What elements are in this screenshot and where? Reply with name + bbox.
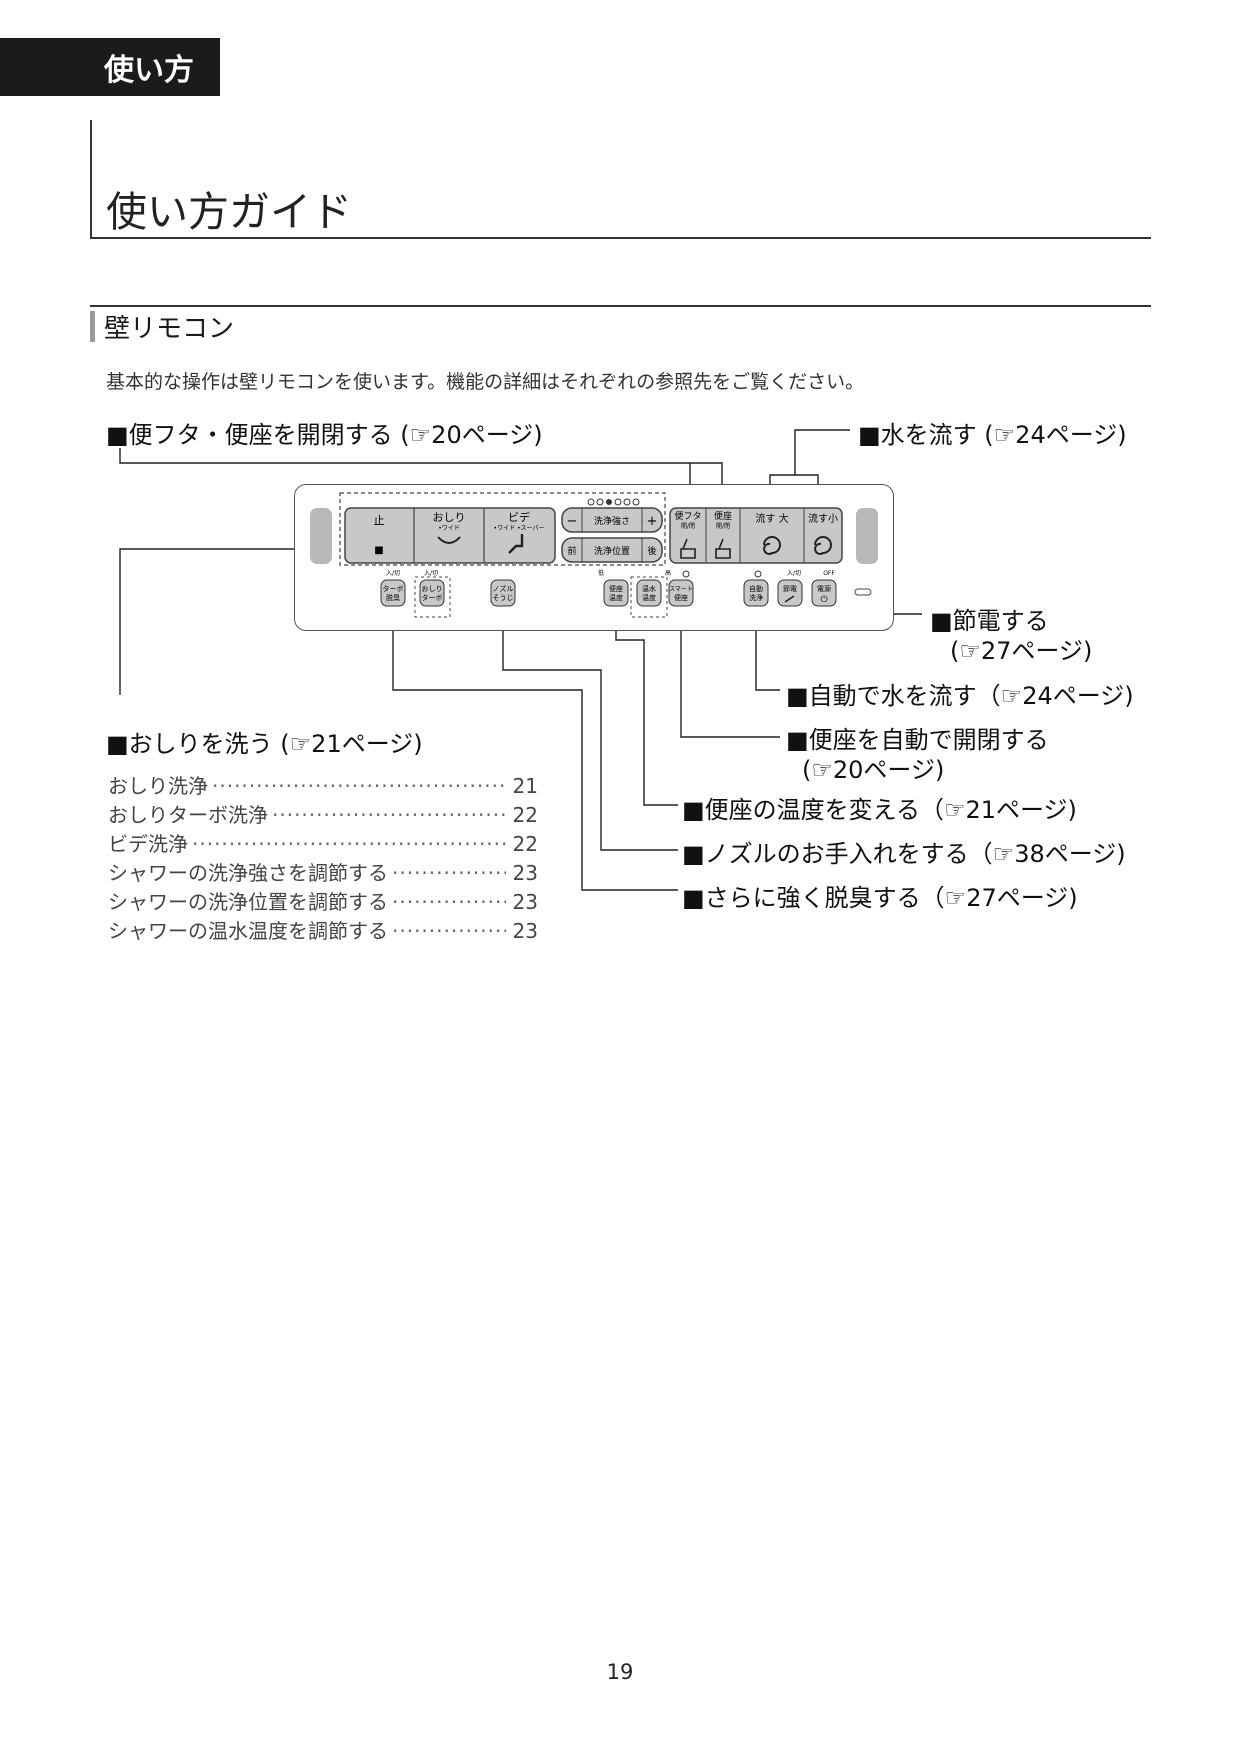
- svg-text:温水: 温水: [642, 584, 656, 593]
- list-item: シャワーの洗浄強さを調節する··························…: [108, 861, 538, 885]
- svg-text:開/閉: 開/閉: [681, 523, 695, 530]
- callout-nozzle-care: ■ノズルのお手入れをする（☞38ページ): [682, 840, 1126, 868]
- strength-indicator: [587, 498, 640, 506]
- position-label: 洗浄位置: [594, 545, 630, 557]
- callout-power-save: ■節電する: [930, 607, 1049, 635]
- svg-text:おしり: おしり: [422, 585, 443, 593]
- bidet-button[interactable]: ビデ •ワイド •スーパー: [494, 510, 545, 554]
- list-item: シャワーの洗浄位置を調節する··························…: [108, 890, 538, 914]
- svg-text:•ワイド: •ワイド: [438, 525, 460, 532]
- leaf-icon: [784, 595, 795, 603]
- callout-lid-seat: ■便フタ・便座を開閉する (☞20ページ): [106, 421, 543, 449]
- svg-text:■: ■: [374, 545, 383, 556]
- title-rule-vertical: [90, 120, 92, 238]
- power-save-button[interactable]: 節電: [777, 579, 803, 607]
- lid-icon: [680, 538, 696, 559]
- flush-small-button[interactable]: 流す小: [808, 512, 838, 555]
- svg-text:流す小: 流す小: [808, 512, 838, 525]
- power-button[interactable]: 電源⏻: [811, 579, 837, 607]
- svg-text:•ワイド •スーパー: •ワイド •スーパー: [494, 525, 545, 532]
- wall-remote-controls: 止 ■ おしり •ワイド ビデ •ワイド •スーパー − 洗浄強さ + 前 洗浄…: [310, 492, 878, 618]
- list-item: ビデ洗浄····································…: [108, 832, 538, 856]
- high-label: 高: [665, 569, 671, 577]
- reference-list: おしり洗浄···································…: [108, 770, 538, 944]
- oshiri-icon: [437, 536, 461, 544]
- onoff-label: 入/切: [787, 570, 801, 577]
- title-rule-horizontal: [90, 237, 1151, 239]
- subsection-rule: [90, 305, 1151, 307]
- off-label: OFF: [823, 570, 835, 577]
- svg-text:ターボ: ターボ: [422, 593, 443, 602]
- callout-auto-seat-ref: (☞20ページ): [802, 756, 945, 784]
- svg-text:おしり: おしり: [433, 511, 466, 524]
- swirl-icon: [763, 536, 781, 555]
- callout-power-save-ref: (☞27ページ): [950, 637, 1093, 665]
- callout-auto-flush: ■自動で水を流す（☞24ページ): [786, 682, 1134, 710]
- callout-wash-bottom: ■おしりを洗う (☞21ページ): [106, 730, 423, 758]
- intro-text: 基本的な操作は壁リモコンを使います。機能の詳細はそれぞれの参照先をご覧ください。: [106, 371, 865, 393]
- svg-text:ノズル: ノズル: [493, 584, 514, 593]
- remote-right-grip: [856, 508, 878, 564]
- subsection-marker: [90, 311, 95, 342]
- callout-leader-lines: [119, 429, 922, 891]
- svg-text:便座: 便座: [609, 584, 623, 593]
- onoff-label: 入/切: [386, 570, 400, 577]
- callout-auto-seat: ■便座を自動で開閉する: [786, 726, 1049, 754]
- svg-text:流す 大: 流す 大: [755, 512, 788, 525]
- svg-text:温度: 温度: [609, 593, 623, 602]
- lid-open-close-button[interactable]: 便フタ 開/閉: [674, 510, 702, 559]
- svg-text:ターボ: ターボ: [383, 584, 404, 593]
- svg-text:自動: 自動: [749, 584, 763, 593]
- water-temp-button[interactable]: 温水温度: [636, 579, 662, 607]
- svg-text:節電: 節電: [783, 584, 797, 593]
- position-rear-button[interactable]: 後: [647, 545, 656, 557]
- callout-seat-temp: ■便座の温度を変える（☞21ページ): [682, 796, 1077, 824]
- svg-text:電源: 電源: [817, 584, 831, 593]
- strength-label: 洗浄強さ: [594, 515, 630, 527]
- svg-text:⏻: ⏻: [820, 594, 827, 605]
- page-number: 19: [606, 1660, 634, 1684]
- svg-text:洗浄: 洗浄: [749, 593, 763, 602]
- strength-minus-button[interactable]: −: [567, 514, 578, 529]
- svg-text:脱臭: 脱臭: [386, 593, 400, 602]
- svg-text:スマート: スマート: [669, 586, 693, 593]
- svg-text:開/閉: 開/閉: [716, 523, 730, 530]
- oshiri-button[interactable]: おしり •ワイド: [433, 511, 466, 544]
- section-tab: 使い方: [0, 38, 220, 96]
- bidet-group-frame: [339, 492, 666, 566]
- strength-plus-button[interactable]: +: [647, 514, 658, 529]
- bidet-icon: [508, 534, 524, 554]
- flush-big-button[interactable]: 流す 大: [755, 512, 789, 555]
- subsection-title: 壁リモコン: [104, 314, 235, 344]
- callout-strong-deodor: ■さらに強く脱臭する（☞27ページ): [682, 884, 1078, 912]
- battery-indicator: [854, 588, 872, 596]
- list-item: おしり洗浄···································…: [108, 774, 538, 798]
- svg-text:止: 止: [374, 514, 385, 527]
- svg-text:便座: 便座: [714, 510, 732, 522]
- low-label: 低: [598, 569, 604, 577]
- swirl-icon: [814, 536, 832, 555]
- svg-text:そうじ: そうじ: [493, 594, 514, 602]
- list-item: シャワーの温水温度を調節する··························…: [108, 919, 538, 943]
- seat-icon: [715, 538, 731, 559]
- remote-left-grip: [310, 508, 332, 564]
- position-front-button[interactable]: 前: [567, 545, 576, 557]
- seat-open-close-button[interactable]: 便座 開/閉: [714, 510, 732, 559]
- svg-text:便座: 便座: [674, 593, 688, 602]
- callout-flush: ■水を流す (☞24ページ): [858, 421, 1127, 449]
- oshiri-turbo-button[interactable]: おしりターボ: [419, 579, 445, 607]
- svg-text:便フタ: 便フタ: [674, 510, 701, 522]
- svg-text:温度: 温度: [642, 593, 656, 602]
- list-item: おしりターボ洗浄································…: [108, 803, 538, 827]
- stop-button[interactable]: 止 ■: [374, 514, 385, 556]
- svg-text:ビデ: ビデ: [508, 510, 530, 524]
- onoff-label: 入/切: [424, 570, 438, 577]
- page-title: 使い方ガイド: [106, 188, 352, 236]
